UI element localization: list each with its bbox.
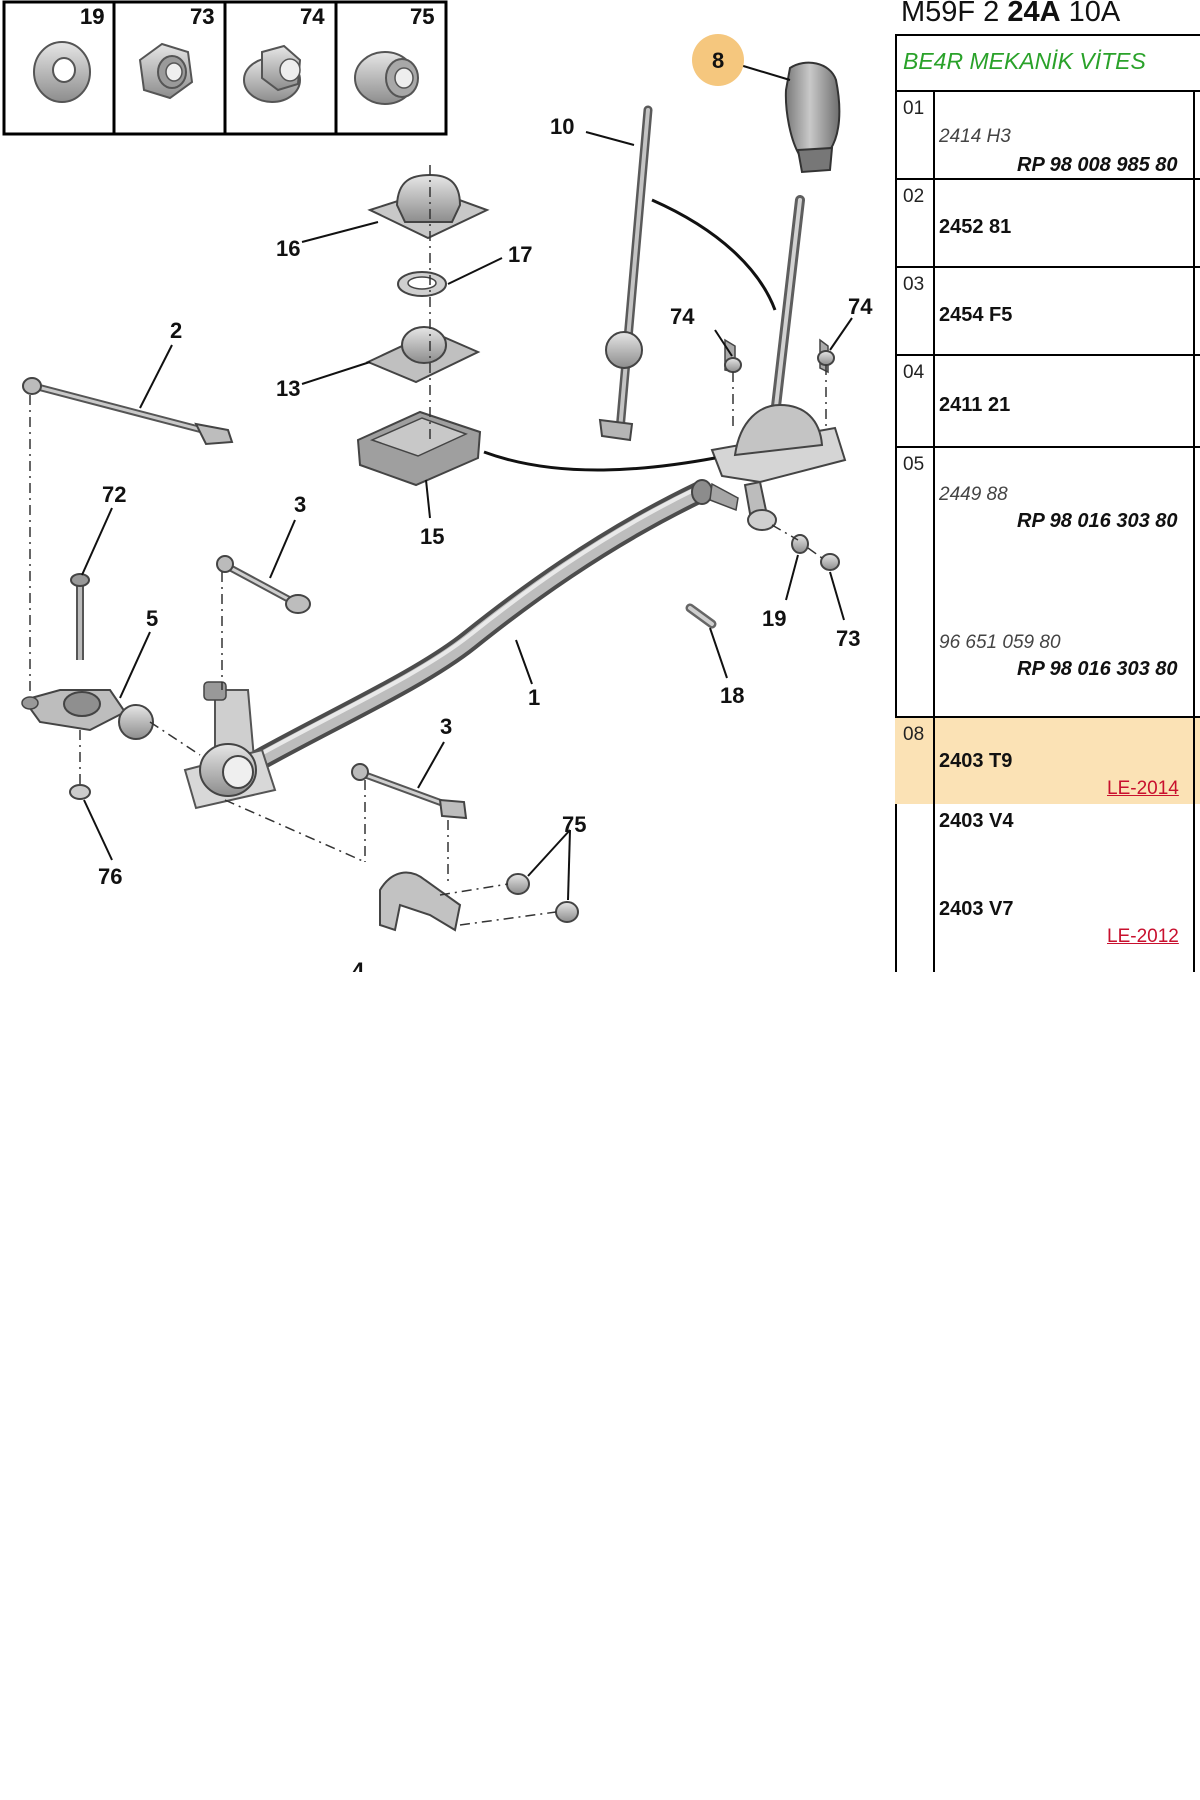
gear-shift-exploded-diagram: 19 73 74 75 [2, 0, 873, 972]
callout-label: 2 [170, 318, 182, 343]
inset-label: 75 [410, 4, 434, 29]
base-plate-13 [365, 326, 481, 384]
flange-nut-icon [243, 44, 302, 103]
part-number: RP 98 016 303 80 [1017, 658, 1178, 680]
housing-15 [356, 410, 482, 487]
inset-label: 73 [190, 4, 214, 29]
callout-label: 13 [276, 376, 300, 401]
table-row: 01 2414 H3 RP 98 008 985 80 [895, 90, 1200, 180]
leader-lines [81, 64, 853, 901]
table-title: M59F 2 24A 10A [901, 0, 1121, 28]
nut-75 [506, 873, 579, 923]
lever-housing [710, 338, 847, 531]
callout-label: 4 [352, 958, 365, 972]
callout-label: 19 [762, 606, 786, 631]
lever-4 [379, 871, 462, 932]
callout-label: 72 [102, 482, 126, 507]
callout-label: 1 [528, 685, 540, 710]
link-rod-2 [22, 377, 234, 446]
fastener-inset: 19 73 74 75 [2, 0, 448, 136]
callout-label: 74 [848, 294, 873, 319]
support-bracket-5 [21, 573, 154, 800]
part-number: RP 98 008 985 80 [1017, 154, 1178, 176]
collar-nut-icon [354, 51, 419, 105]
part-number: 2403 T9 [939, 750, 1013, 772]
callout-label: 15 [420, 524, 444, 549]
table-row-highlighted: 08 2403 T9 LE-2014 [895, 716, 1200, 804]
table-left-border [895, 34, 897, 972]
part-number: 2414 H3 [939, 126, 1011, 147]
callout-badge [692, 34, 744, 86]
table-row: 05 2449 88 RP 98 016 303 80 96 651 059 8… [895, 446, 1200, 718]
limit-link[interactable]: LE-2012 [1107, 926, 1179, 947]
part-number: 2403 V7 [939, 898, 1014, 920]
part-number: 2403 V4 [939, 810, 1014, 832]
table-row: 02 2452 81 [895, 178, 1200, 268]
shift-rod [239, 479, 739, 776]
callout-label: 75 [410, 4, 434, 29]
callout-label: 18 [720, 683, 744, 708]
table-row-continued: 2403 V4 2403 V7 LE-2012 [895, 802, 1200, 972]
link-rod-3-lower [351, 763, 468, 820]
part-number: 96 651 059 80 [939, 632, 1061, 653]
washer-icon [33, 41, 91, 103]
callout-label: 17 [508, 242, 532, 267]
callout-label: 16 [276, 236, 300, 261]
rod-bracket [183, 681, 277, 810]
table-row: 04 2411 21 [895, 354, 1200, 448]
pin-18 [685, 603, 717, 629]
callout-label: 8 [712, 48, 724, 73]
callout-label: 76 [98, 864, 122, 889]
callout-label: 10 [550, 114, 574, 139]
connection-lines [483, 198, 777, 472]
link-rod-3-upper [216, 555, 311, 614]
callout-label: 74 [670, 304, 695, 329]
callout-label: 19 [80, 4, 104, 29]
callout-label: 75 [562, 812, 586, 837]
part-number: RP 98 016 303 80 [1017, 510, 1178, 532]
part-number: 2452 81 [939, 216, 1012, 238]
guide-plate-16 [367, 173, 490, 240]
table-row: 03 2454 F5 [895, 266, 1200, 356]
shift-rod-10 [598, 105, 653, 442]
assembly-lines [29, 165, 827, 926]
callout-label: 73 [190, 4, 214, 29]
inset-label: 74 [300, 4, 325, 29]
gear-lever [770, 61, 841, 420]
inset-label: 19 [80, 4, 104, 29]
callout-label: 3 [294, 492, 306, 517]
callout-label: 5 [146, 606, 158, 631]
hex-nut-icon [138, 42, 194, 100]
ring-17 [397, 271, 447, 297]
callout-label: 73 [836, 626, 860, 651]
part-number: 2411 21 [939, 394, 1011, 416]
part-number: 2454 F5 [939, 304, 1013, 326]
callout-label: 74 [300, 4, 325, 29]
table-subtitle: BE4R MEKANİK VİTES [903, 48, 1146, 74]
parts-table: M59F 2 24A 10A BE4R MEKANİK VİTES 01 241… [895, 0, 1200, 972]
nut-74-pair [724, 350, 835, 373]
limit-link[interactable]: LE-2014 [1107, 778, 1179, 799]
part-number: 2449 88 [939, 484, 1008, 505]
table-header-row: BE4R MEKANİK VİTES [895, 34, 1200, 92]
callout-labels: 1 2 3 3 4 5 8 10 13 15 16 17 18 19 19 72… [80, 4, 873, 972]
callout-label: 3 [440, 714, 452, 739]
